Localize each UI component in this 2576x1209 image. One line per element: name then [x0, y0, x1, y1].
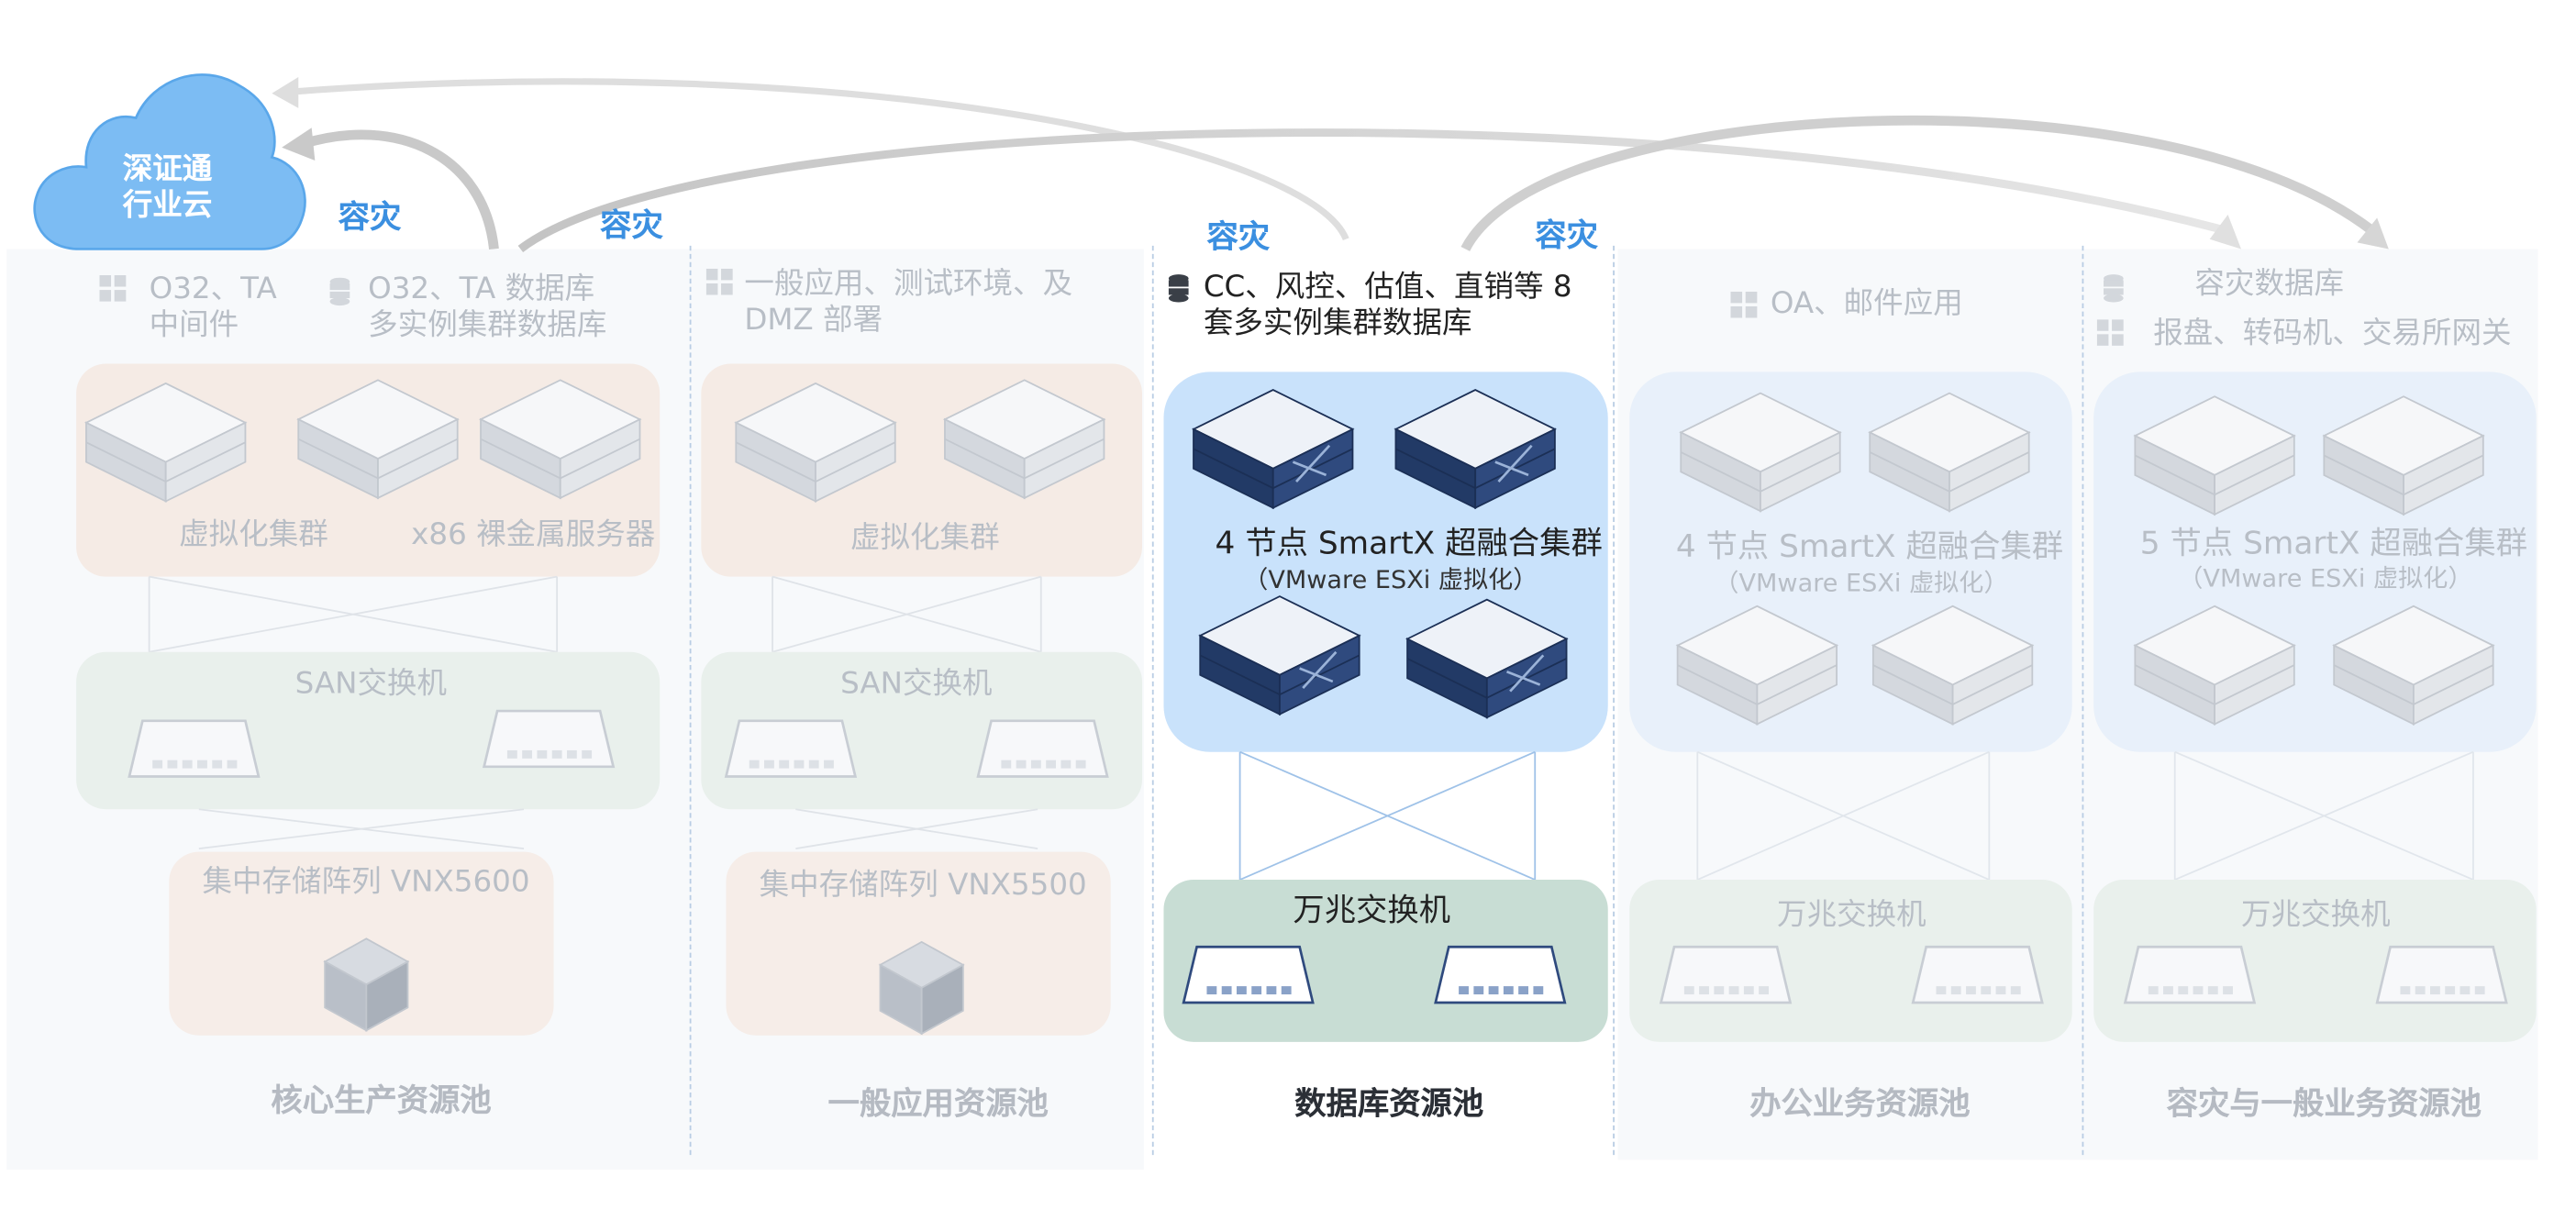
switch-label: SAN交换机	[840, 666, 993, 702]
switch-icon	[724, 719, 858, 778]
app-text: OA、邮件应用	[1770, 286, 1963, 322]
server-icon	[1393, 389, 1557, 510]
connection-lines	[795, 808, 1038, 849]
switch-icon	[1911, 945, 2044, 1004]
pool-divider	[689, 245, 692, 1156]
dr-label: 容灾	[600, 207, 663, 245]
server-group-label: x86 裸金属服务器	[411, 517, 656, 552]
server-icon	[942, 379, 1106, 500]
connection-lines	[2173, 750, 2474, 881]
server-icon	[478, 379, 642, 500]
server-icon	[296, 379, 460, 500]
cloud-icon	[33, 73, 306, 250]
database-icon	[329, 277, 350, 306]
app-text: 报盘、转码机、交易所网关	[2153, 316, 2512, 351]
server-group-label: 虚拟化集群	[849, 520, 1000, 556]
server-icon	[1868, 392, 2031, 513]
dr-arrow	[517, 128, 2223, 252]
dr-label: 容灾	[1535, 217, 1598, 254]
storage-label: 集中存储阵列 VNX5600	[202, 864, 530, 900]
cluster-subtitle: （VMware ESXi 虚拟化）	[2178, 563, 2473, 593]
connection-lines	[1238, 750, 1537, 881]
server-icon	[1191, 389, 1355, 510]
storage-array-icon	[878, 940, 965, 1036]
app-text: CC、风控、估值、直销等 8	[1203, 270, 1572, 305]
server-icon	[734, 382, 897, 503]
pool-divider	[1613, 245, 1615, 1156]
app-text: 一般应用、测试环境、及	[744, 267, 1073, 302]
cluster-title: 4 节点 SmartX 超融合集群	[1675, 528, 2064, 566]
cluster-subtitle: （VMware ESXi 虚拟化）	[1714, 568, 2009, 598]
dr-arrow-head	[2209, 214, 2241, 250]
dr-arrow-head	[2357, 217, 2389, 250]
pool-divider	[1151, 245, 1154, 1156]
switch-icon	[482, 709, 616, 769]
app-grid-icon	[1730, 291, 1758, 318]
pool-label: 一般应用资源池	[827, 1086, 1049, 1123]
pool-label: 容灾与一般业务资源池	[2166, 1086, 2482, 1123]
switch-icon	[128, 719, 261, 778]
dr-arrow	[300, 129, 499, 250]
connection-lines	[148, 575, 559, 653]
storage-label: 集中存储阵列 VNX5500	[759, 868, 1087, 904]
server-icon	[1679, 392, 1842, 513]
server-icon	[1675, 604, 1839, 726]
server-icon	[2322, 395, 2485, 516]
app-text: 套多实例集群数据库	[1203, 305, 1472, 341]
cluster-title: 5 节点 SmartX 超融合集群	[2139, 526, 2528, 562]
app-text: 容灾数据库	[2194, 267, 2345, 302]
switch-icon	[1182, 945, 1315, 1004]
pool-label: 数据库资源池	[1294, 1086, 1484, 1123]
connection-lines	[1696, 750, 1991, 881]
connection-lines	[198, 808, 525, 849]
app-grid-icon	[99, 275, 127, 302]
dr-arrow	[1460, 115, 2374, 251]
app-text: O32、TA	[149, 272, 277, 306]
dr-arrow-head	[282, 128, 316, 161]
server-icon	[1405, 598, 1569, 719]
dr-label: 容灾	[338, 199, 402, 237]
app-text: 多实例集群数据库	[368, 307, 607, 343]
server-icon	[2133, 604, 2296, 726]
switch-icon	[2375, 945, 2508, 1004]
pool-label: 核心生产资源池	[271, 1082, 492, 1119]
database-icon	[1168, 274, 1189, 303]
pool-label: 办公业务资源池	[1749, 1086, 1971, 1123]
switch-icon	[1659, 945, 1793, 1004]
switch-label: 万兆交换机	[1777, 897, 1926, 933]
storage-array-icon	[323, 937, 410, 1032]
app-grid-icon	[705, 268, 733, 295]
app-text: 中间件	[149, 307, 239, 343]
cloud-label-line1: 深证通	[122, 152, 213, 187]
switch-label: 万兆交换机	[1293, 893, 1451, 929]
disaster-recovery-arrows	[272, 76, 2389, 252]
server-icon	[2133, 395, 2296, 516]
connection-lines	[772, 575, 1042, 653]
switch-label: SAN交换机	[294, 666, 448, 702]
app-grid-icon	[2096, 319, 2124, 346]
server-group-label: 虚拟化集群	[179, 517, 328, 552]
app-text: DMZ 部署	[744, 303, 883, 338]
cluster-title: 4 节点 SmartX 超融合集群	[1215, 526, 1603, 562]
pool-divider	[2082, 245, 2084, 1156]
dr-arrow	[291, 78, 1349, 241]
dr-label: 容灾	[1206, 219, 1271, 256]
switch-icon	[976, 719, 1109, 778]
app-text: O32、TA 数据库	[368, 272, 595, 306]
switch-label: 万兆交换机	[2240, 897, 2391, 933]
cluster-subtitle: （VMware ESXi 虚拟化）	[1243, 565, 1538, 595]
server-icon	[1871, 604, 2035, 726]
switch-icon	[2123, 945, 2257, 1004]
server-icon	[83, 382, 248, 503]
switch-icon	[1434, 945, 1567, 1004]
server-icon	[2332, 604, 2495, 726]
database-icon	[2104, 274, 2124, 303]
dr-arrow-head	[272, 76, 299, 108]
cloud-label-line2: 行业云	[122, 188, 213, 223]
server-icon	[1198, 595, 1361, 716]
